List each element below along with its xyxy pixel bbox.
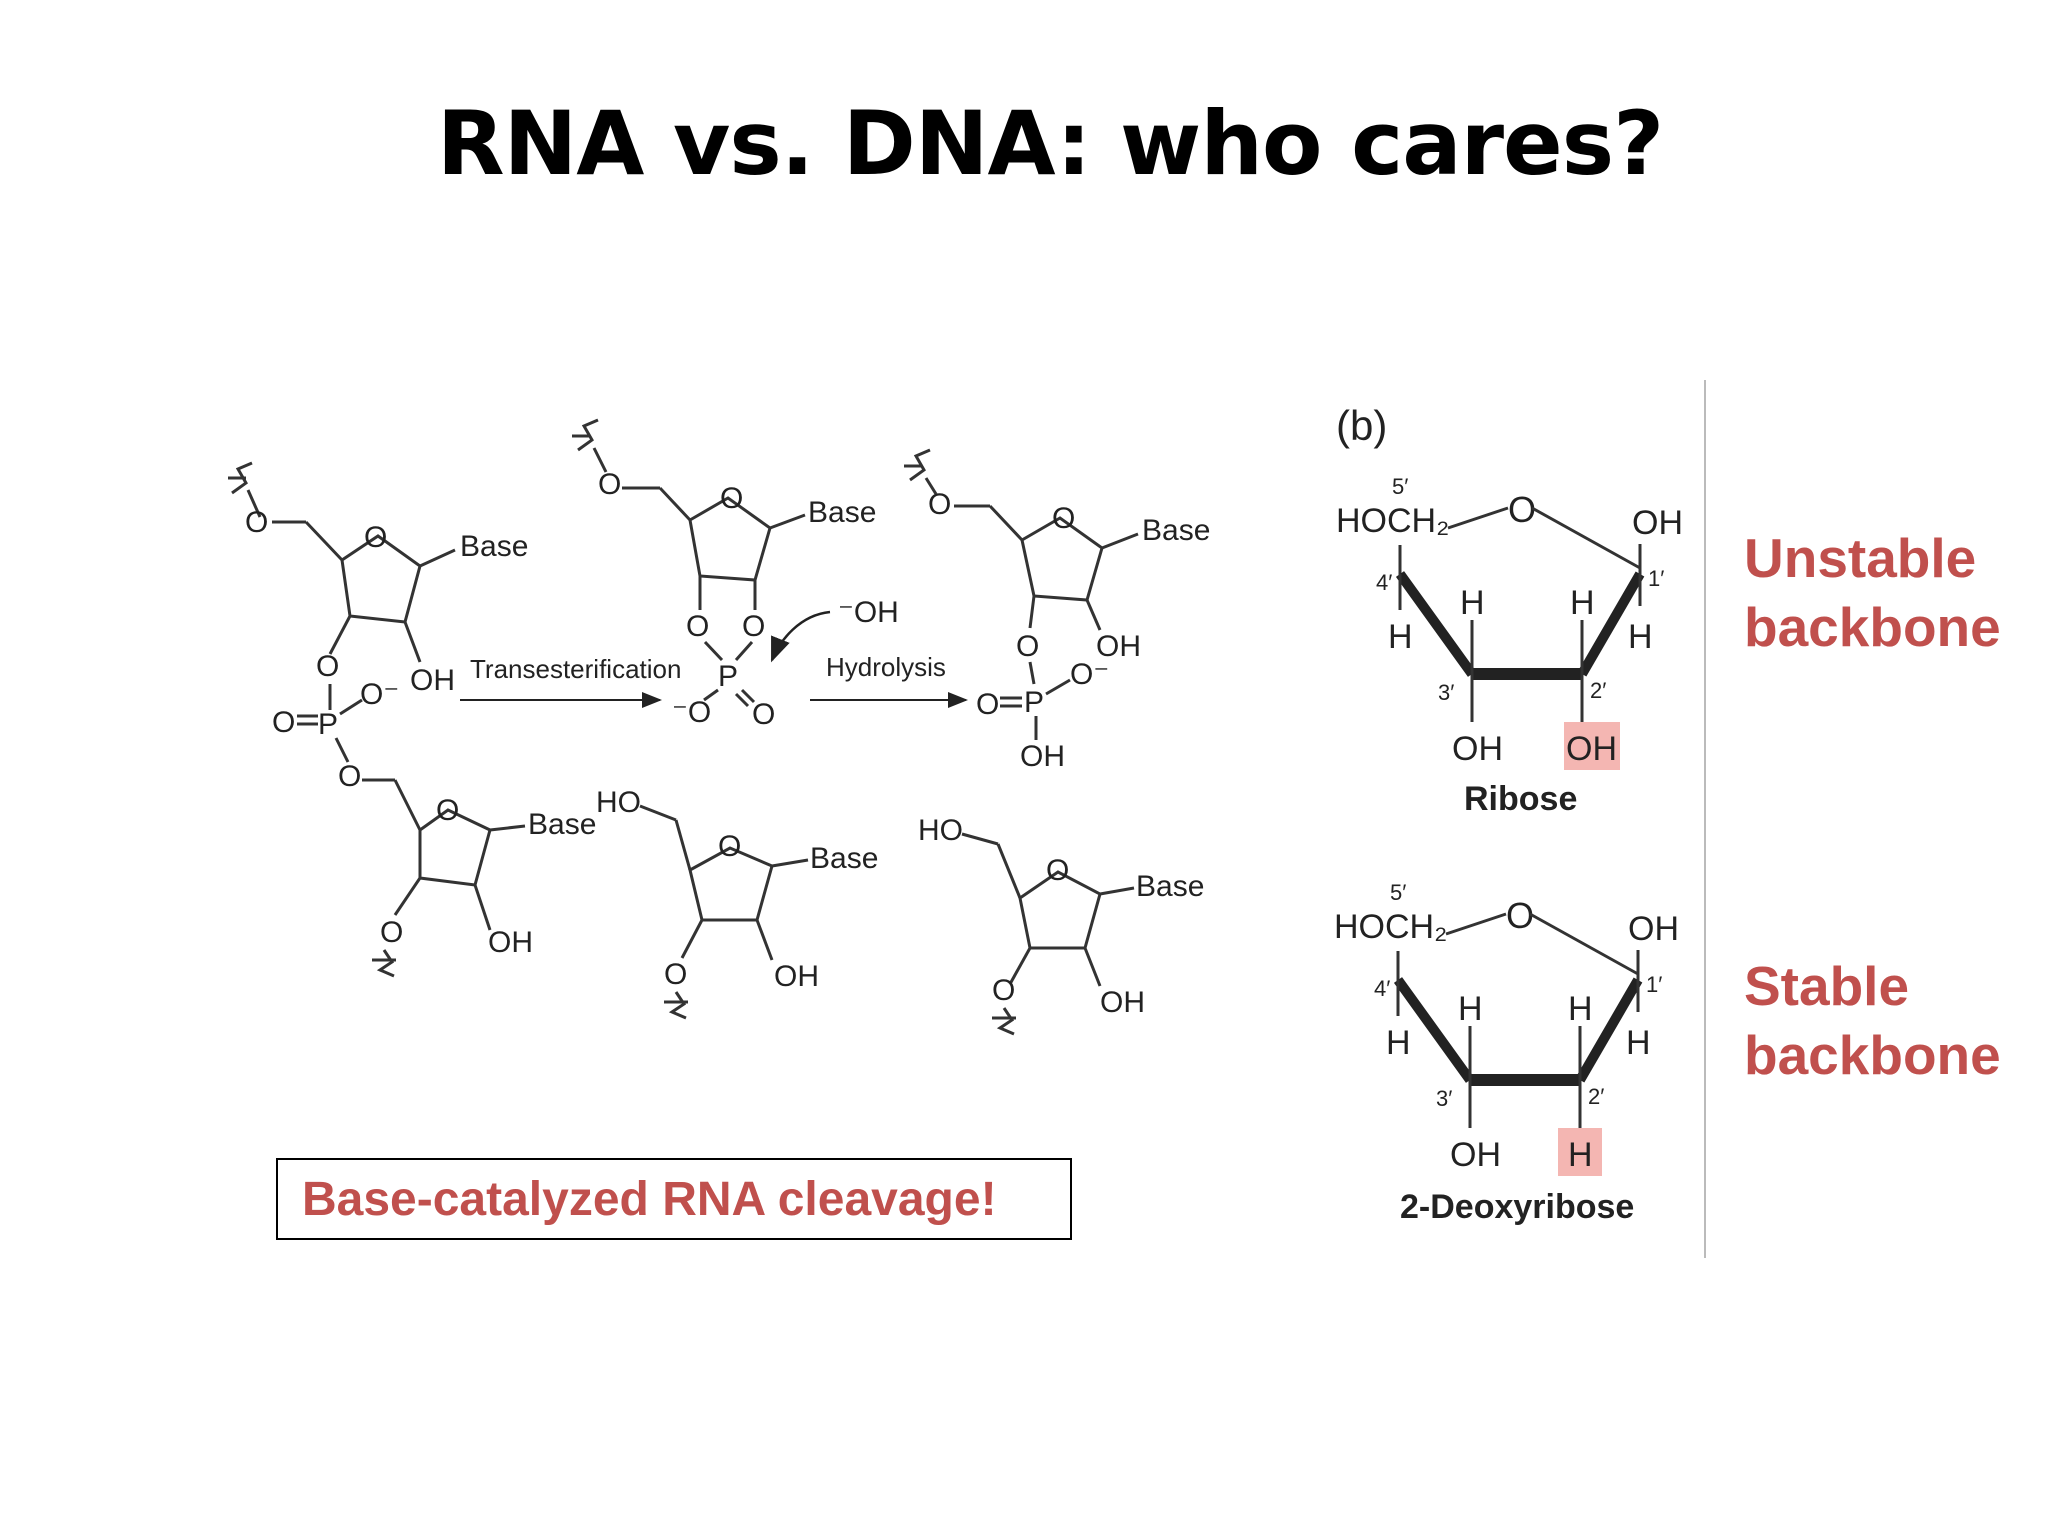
ribose-name: Ribose [1464,780,1577,818]
hydroxide-attack-arrow [770,610,831,663]
atom-oh: OH [410,664,455,697]
atom-oh: OH [1100,986,1145,1019]
c3-h: H [1458,990,1483,1028]
prime-1: 1′ [1648,566,1664,591]
atom-oh: OH [774,960,819,993]
c1-h: H [1626,1024,1651,1062]
prime-4: 4′ [1376,570,1392,595]
atom-o: O [718,830,741,863]
atom-o: O [380,916,403,949]
panel-label: (b) [1336,402,1387,449]
atom-oh: OH [488,926,533,959]
deoxyribose-2-h-highlight [1558,1128,1602,1176]
ring-oxygen: O [1508,489,1536,530]
atom-o: O [1046,854,1069,887]
unstable-backbone-note: Unstable backbone [1744,527,2001,658]
atom-o: O [338,760,361,793]
atom-o-minus: O⁻ [1070,658,1109,691]
prime-3: 3′ [1438,680,1454,705]
reaction-scheme: O O Base OH O P O O⁻ OH O O B [228,418,1210,1036]
hoch2-label: HOCH₂ [1334,908,1447,946]
base-label: Base [1136,870,1204,903]
slide-title: RNA vs. DNA: who cares? [436,92,1664,195]
base-label: Base [808,496,876,529]
prime-4: 4′ [1374,976,1390,1001]
atom-o: O [598,468,621,501]
atom-o: O [752,698,775,731]
ribose-2-oh-highlight [1564,722,1620,770]
prime-2: 2′ [1588,1084,1604,1109]
base-label: Base [460,530,528,563]
atom-o: O [364,521,387,554]
atom-o: O [316,650,339,683]
dinucleotide-structure: O O Base OH O P O O⁻ OH O O B [228,461,596,978]
atom-o: O [686,610,709,643]
base-label: Base [1142,514,1210,547]
c2-h: H [1568,990,1593,1028]
deoxyribose-structure: 5′ HOCH₂ O OH 4′ 1′ 3′ 2′ H H H H OH H [1334,880,1679,1226]
atom-o-minus: O⁻ [360,678,399,711]
prime-3: 3′ [1436,1086,1452,1111]
cyclic-phosphate-structure: O O Base O O P ⁻O O ⁻OH [572,418,899,731]
atom-o: O [742,610,765,643]
phosphate-product-structure: O O Base OH O P O O⁻ OH [904,448,1210,773]
atom-oh: OH [1096,630,1141,663]
c2-substituent: H [1568,1136,1593,1174]
prime-2: 2′ [1590,678,1606,703]
prime-5: 5′ [1392,474,1408,499]
c4-h: H [1386,1024,1411,1062]
atom-ho: HO [918,814,963,847]
atom-o: O [436,794,459,827]
atom-o: O [976,688,999,721]
c1-oh: OH [1628,910,1679,948]
deoxyribose-name: 2-Deoxyribose [1400,1188,1634,1226]
hydroxide-label: ⁻OH [838,596,899,629]
ribose-structure: 5′ HOCH₂ O OH 4′ 1′ 3′ 2′ H H H H OH O [1336,474,1683,818]
atom-p: P [1024,686,1044,719]
c3-h: H [1460,584,1485,622]
stable-backbone-note: Stable backbone [1744,955,2001,1086]
c2-substituent: OH [1566,730,1617,768]
hydrolysis-label: Hydrolysis [826,652,946,682]
atom-o: O [1052,502,1075,535]
base-label: Base [528,808,596,841]
base-label: Base [810,842,878,875]
hydroxyl-product-right: HO O Base OH O [918,814,1204,1036]
atom-oh: OH [1020,740,1065,773]
atom-minus-o: ⁻O [672,696,711,729]
atom-o: O [720,482,743,515]
sugar-panel: (b) 5′ HOCH₂ O OH 4′ 1′ 3′ 2′ H H [1334,380,1706,1258]
cleavage-caption-box: Base-catalyzed RNA cleavage! [276,1158,1072,1240]
c1-oh: OH [1632,504,1683,542]
c3-oh: OH [1450,1136,1501,1174]
c2-h: H [1570,584,1595,622]
prime-1: 1′ [1646,972,1662,997]
c1-h: H [1628,618,1653,656]
atom-o: O [928,488,951,521]
c3-oh: OH [1452,730,1503,768]
atom-o: O [245,506,268,539]
atom-ho: HO [596,786,641,819]
hydroxyl-product-middle: HO O Base OH O [596,786,878,1020]
prime-5: 5′ [1390,880,1406,905]
atom-o: O [664,958,687,991]
transesterification-label: Transesterification [470,654,681,684]
atom-o: O [1016,630,1039,663]
atom-p: P [718,660,738,693]
c4-h: H [1388,618,1413,656]
atom-p: P [318,708,338,741]
hoch2-label: HOCH₂ [1336,502,1449,540]
ring-oxygen: O [1506,895,1534,936]
atom-o: O [992,974,1015,1007]
cleavage-caption: Base-catalyzed RNA cleavage! [302,1173,997,1226]
atom-o: O [272,706,295,739]
